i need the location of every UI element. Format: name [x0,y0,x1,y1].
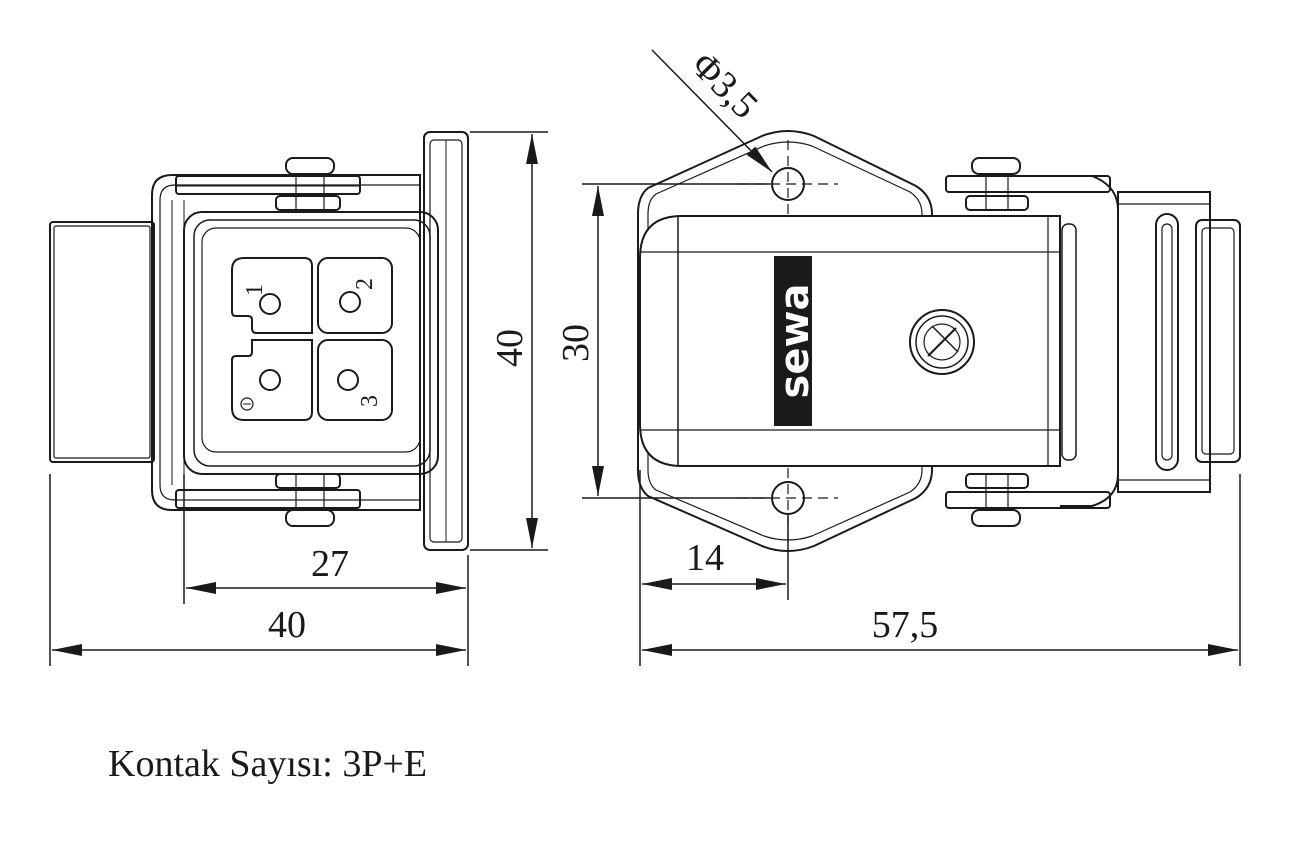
sewa-logo [774,256,812,426]
side-view-dimensions [582,49,1241,666]
housing [151,174,421,511]
dim-offset-14: 14 [686,537,724,579]
pin-label-1: 1 [242,284,268,296]
bottom-latch [175,473,361,527]
mounting-flange [423,131,469,551]
pin-label-2: 2 [352,278,378,290]
contact-count-caption: Kontak Sayısı: 3P+E [108,743,428,785]
dim-height-40: 40 [489,329,531,367]
dim-length-57-5: 57,5 [872,604,939,646]
front-view [49,131,469,551]
cable-entry [49,221,155,463]
contact-insert [183,211,439,475]
dim-hole-diameter: Φ3,5 [683,44,766,127]
top-latch [175,157,361,211]
front-view-dimensions [49,131,548,666]
cable-outlet [1117,191,1241,493]
dim-width-27: 27 [311,543,349,585]
dim-hole-spacing-30: 30 [555,324,597,362]
pin-label-3: 3 [357,395,383,407]
pin-labels: 1 2 3 [242,278,383,407]
dim-width-40: 40 [268,604,306,646]
hood-body [639,215,1061,467]
gland-screw [909,309,975,375]
side-view [637,130,1241,552]
logo-text: sewa [772,284,818,399]
